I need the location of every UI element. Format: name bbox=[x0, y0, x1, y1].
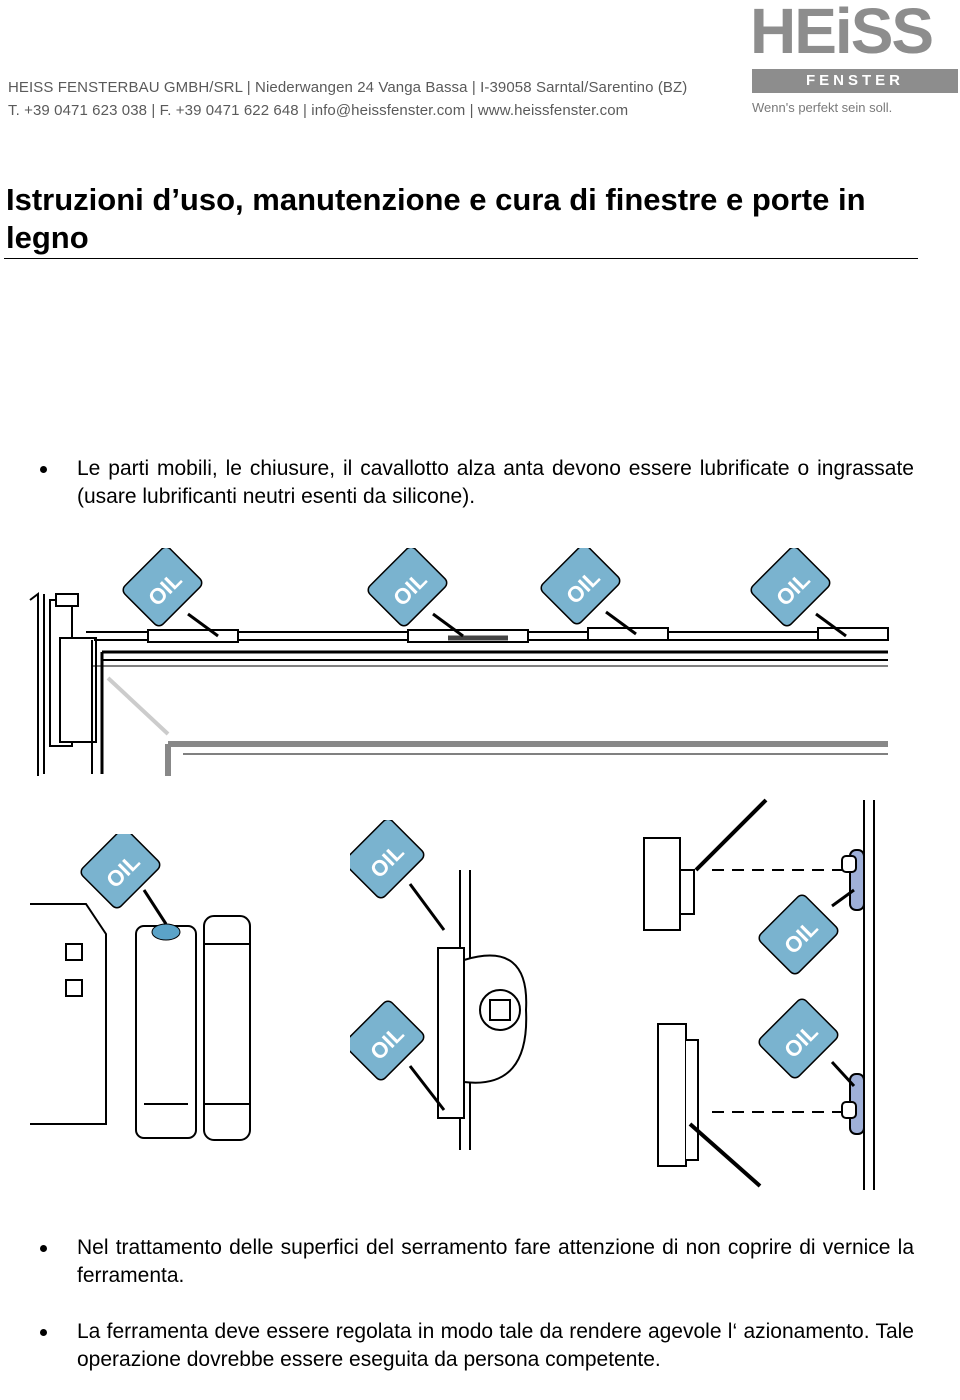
bullet-icon bbox=[40, 1329, 47, 1336]
bullet-text: Nel trattamento delle superfici del serr… bbox=[77, 1236, 914, 1287]
company-contact: T. +39 0471 623 038 | F. +39 0471 622 64… bbox=[8, 102, 629, 119]
oil-can-icon: OIL bbox=[750, 548, 831, 627]
oil-can-icon: OIL bbox=[540, 548, 621, 625]
logo-bar: FENSTER bbox=[752, 69, 958, 93]
oil-can-icon: OIL bbox=[758, 894, 839, 975]
logo-tagline: Wenn's perfekt sein soll. bbox=[752, 100, 893, 115]
bullet-icon bbox=[40, 466, 47, 473]
title-divider bbox=[4, 258, 918, 259]
bullet-icon bbox=[40, 1245, 47, 1252]
company-address: HEISS FENSTERBAU GMBH/SRL | Niederwangen… bbox=[8, 79, 688, 96]
logo-subtitle: FENSTER bbox=[805, 72, 904, 89]
oil-can-icon: OIL bbox=[758, 998, 839, 1079]
logo-wordmark: HEiSS bbox=[750, 0, 934, 67]
keeper-lubrication-illustration: OIL OIL bbox=[643, 798, 875, 1190]
hinge-lubrication-illustration: OIL bbox=[30, 834, 251, 1141]
bullet-text: Le parti mobili, le chiusure, il cavallo… bbox=[77, 457, 914, 508]
company-logo: HEiSS FENSTER Wenn's perfekt sein soll. bbox=[748, 0, 960, 120]
gearbox-lubrication-illustration: OIL OIL bbox=[350, 820, 528, 1150]
bullet-text: La ferramenta deve essere regolata in mo… bbox=[77, 1320, 914, 1371]
oil-can-icon: OIL bbox=[350, 1000, 425, 1081]
oil-can-icon: OIL bbox=[80, 834, 161, 909]
sash-lubrication-illustration: OIL OIL OIL OIL bbox=[29, 548, 889, 776]
oil-can-icon: OIL bbox=[122, 548, 203, 627]
oil-can-icon: OIL bbox=[350, 820, 425, 899]
oil-can-icon: OIL bbox=[367, 548, 448, 627]
page-title: Istruzioni d’uso, manutenzione e cura di… bbox=[6, 182, 866, 255]
